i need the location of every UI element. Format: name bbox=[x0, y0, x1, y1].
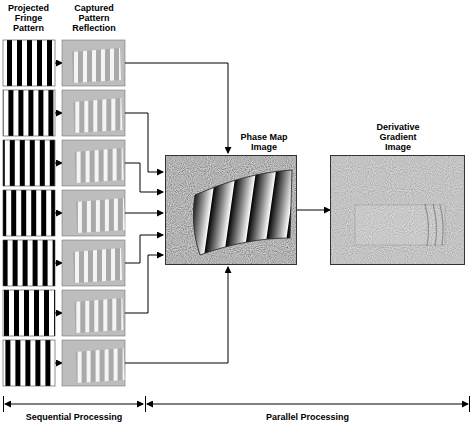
stage-label: Parallel Processing bbox=[146, 412, 469, 422]
image-heading: Derivative Gradient Image bbox=[367, 122, 429, 152]
derivative-image: Derivative Gradient Image bbox=[330, 155, 465, 265]
column-header: Captured Pattern Reflection bbox=[60, 3, 128, 33]
heading-text: Phase Map Image bbox=[236, 132, 292, 152]
phase-map-image: Phase Map Image bbox=[165, 155, 297, 265]
image-heading: Phase Map Image bbox=[236, 132, 292, 152]
heading-text: Derivative Gradient Image bbox=[367, 122, 429, 152]
flow-arrow bbox=[297, 210, 330, 211]
column-header: Projected Fringe Pattern bbox=[0, 3, 57, 33]
stage-label: Sequential Processing bbox=[3, 412, 145, 422]
